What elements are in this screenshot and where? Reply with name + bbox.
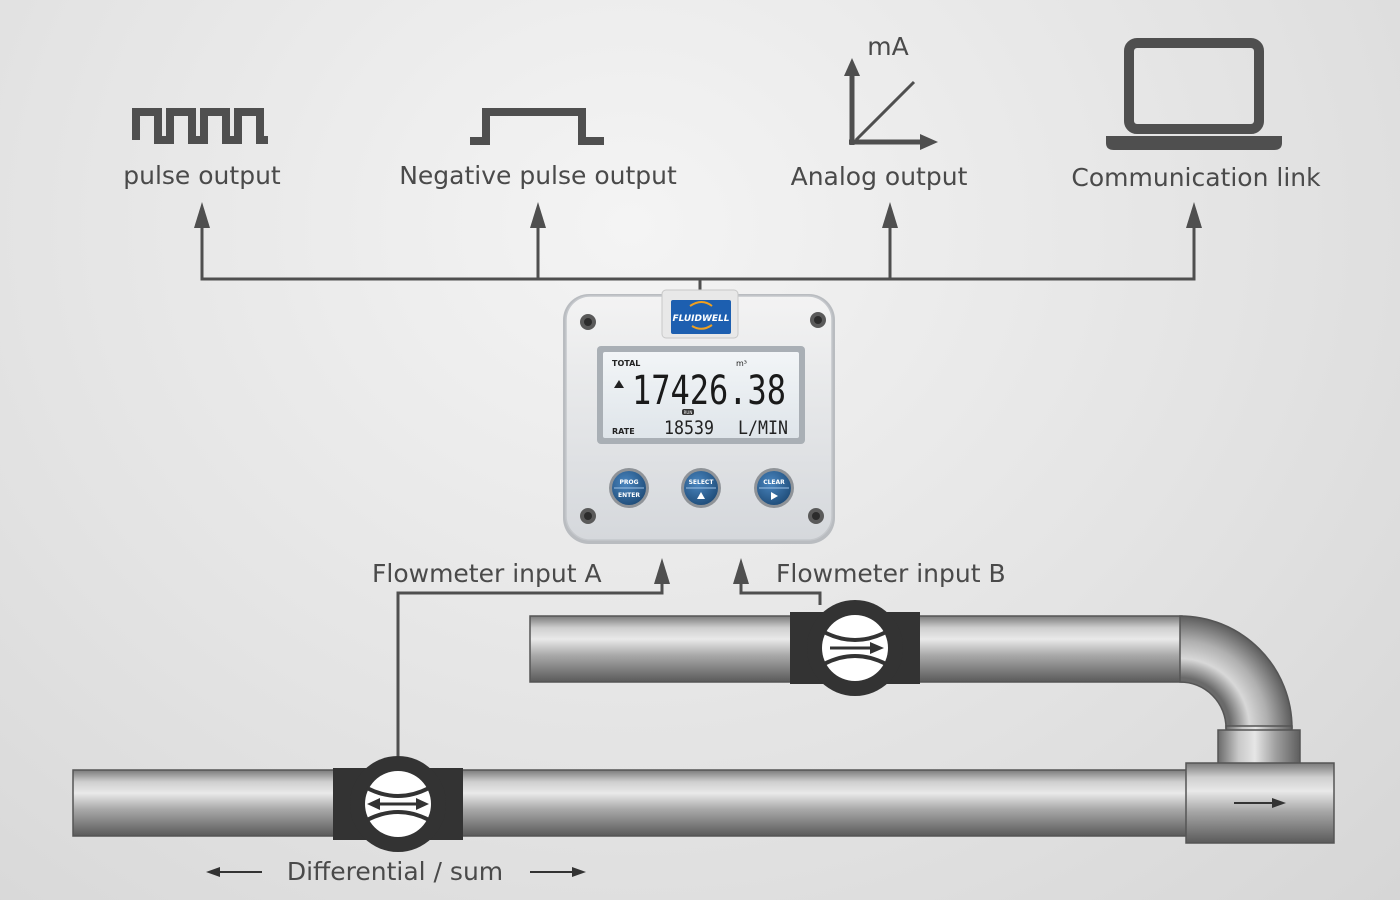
laptop-icon <box>1106 38 1282 150</box>
total-unit: m³ <box>736 359 747 368</box>
fluidwell-indicator: FLUIDWELL TOTAL m³ 17426.38 RUN RATE 185… <box>563 289 835 544</box>
screw-icon <box>810 312 826 328</box>
square-wave-icon <box>132 108 268 144</box>
differential-arrows <box>206 867 586 877</box>
flowmeter-a-icon <box>333 756 463 852</box>
brand-logo <box>671 300 731 334</box>
rate-value: 18539 <box>664 417 714 439</box>
flowmeter-b-icon <box>790 600 920 696</box>
input-lines <box>396 578 822 758</box>
input-a-label: Flowmeter input A <box>372 559 602 588</box>
select-label: SELECT <box>689 479 715 486</box>
prog-label: PROG <box>619 479 638 486</box>
enter-label: ENTER <box>618 492 640 499</box>
differential-sum-label: Differential / sum <box>287 857 503 886</box>
run-indicator: RUN <box>684 410 693 415</box>
clear-label: CLEAR <box>763 479 785 486</box>
lcd-screen <box>603 352 799 438</box>
flow-direction-icon <box>1272 798 1286 808</box>
select-button[interactable]: SELECT <box>681 468 721 508</box>
lower-pipe <box>72 762 1335 844</box>
clear-button[interactable]: CLEAR <box>754 468 794 508</box>
total-value: 17426.38 <box>632 368 786 414</box>
negative-pulse-output-label: Negative pulse output <box>399 161 677 190</box>
screw-icon <box>580 508 596 524</box>
screw-icon <box>808 508 824 524</box>
pulse-output-label: pulse output <box>123 161 281 190</box>
input-arrowheads <box>654 558 749 584</box>
input-b-label: Flowmeter input B <box>776 559 1006 588</box>
brand-name: FLUIDWELL <box>672 314 729 324</box>
screw-icon <box>580 314 596 330</box>
total-label: TOTAL <box>612 359 640 368</box>
output-bus <box>200 208 1196 296</box>
communication-link-label: Communication link <box>1071 163 1321 192</box>
up-indicator-icon <box>614 380 624 388</box>
output-arrowheads <box>194 202 1202 228</box>
right-arrow-icon <box>771 492 778 500</box>
negative-pulse-icon <box>470 108 604 145</box>
analog-output-label: Analog output <box>791 162 968 191</box>
rate-label: RATE <box>612 427 635 436</box>
analog-unit-label: mA <box>867 32 908 61</box>
prog-enter-button[interactable]: PROG ENTER <box>609 468 649 508</box>
up-arrow-icon <box>697 492 705 499</box>
rate-unit: L/MIN <box>738 417 788 439</box>
analog-ramp-icon <box>844 58 938 150</box>
